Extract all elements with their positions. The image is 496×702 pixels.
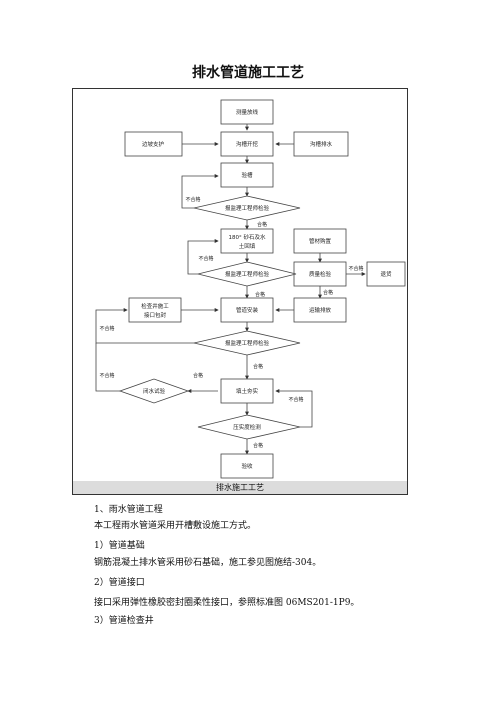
- label-fail-1: 不合格: [185, 196, 200, 203]
- label-pass-2: 合格: [255, 291, 265, 298]
- node-backfill: 填土夯实: [236, 387, 259, 395]
- node-base-line-1: 180° 砂石及水: [229, 233, 266, 241]
- label-pass-1: 合格: [257, 221, 267, 228]
- node-quality-check: 质量检验: [309, 270, 332, 278]
- label-pass-6: 合格: [253, 442, 263, 449]
- section-heading: 1、雨水管道工程: [94, 505, 163, 515]
- node-pipe-purchase: 管材购置: [309, 237, 332, 245]
- node-check-3: 报监理工程师检验: [225, 339, 270, 347]
- node-well-line-2: 接口包封: [144, 311, 167, 319]
- label-fail-6: 不合格: [288, 396, 303, 403]
- label-fail-3: 不合格: [348, 265, 363, 272]
- node-trench: 沟槽开挖: [236, 140, 259, 148]
- flowchart-caption: 排水施工工艺: [72, 481, 408, 495]
- label-fail-5: 不合格: [99, 372, 114, 379]
- label-pass-3: 合格: [323, 289, 333, 296]
- node-base-line-2: 土回填: [239, 242, 256, 250]
- node-trench-drainage: 沟槽排水: [310, 140, 333, 148]
- page-title: 排水管道施工工艺: [192, 65, 304, 81]
- paragraph-foundation: 钢筋混凝土排水管采用砂石基础，施工参见图施结-304。: [94, 558, 322, 568]
- node-trench-inspection: 验槽: [241, 171, 253, 179]
- node-compaction-test: 压实度检测: [233, 423, 261, 431]
- node-slope-support: 边坡支护: [142, 140, 165, 148]
- node-well-line-1: 检查井施工: [141, 302, 169, 310]
- paragraph-intro: 本工程雨水管道采用开槽敷设施工方式。: [94, 521, 257, 531]
- label-fail-2: 不合格: [198, 255, 213, 262]
- node-survey: 测量放线: [236, 108, 259, 116]
- node-check-2: 报监理工程师检验: [225, 270, 270, 278]
- node-check-1: 报监理工程师检验: [225, 204, 270, 212]
- label-pass-4: 合格: [253, 363, 263, 370]
- paragraph-joint: 接口采用弹性橡胶密封圈柔性接口，参照标准图 06MS201-1P9。: [94, 598, 360, 608]
- node-water-test: 闭水试验: [143, 387, 166, 395]
- node-pipe-install: 管道安装: [236, 306, 259, 314]
- subheading-joint: 2）管道接口: [94, 578, 145, 588]
- node-return: 退货: [380, 270, 392, 278]
- subheading-manhole: 3）管道检查井: [94, 616, 154, 626]
- label-pass-5: 合格: [193, 372, 203, 379]
- label-fail-4: 不合格: [99, 325, 114, 332]
- node-transport: 运输排放: [309, 306, 332, 314]
- subheading-foundation: 1）管道基础: [94, 541, 145, 551]
- node-acceptance: 验收: [241, 462, 253, 470]
